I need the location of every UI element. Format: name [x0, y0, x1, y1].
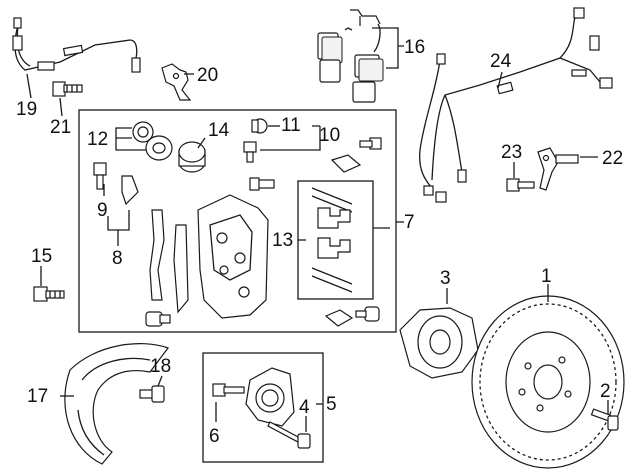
abs-sensor — [537, 147, 579, 191]
callout-4: 4 — [299, 397, 310, 418]
callout-9: 9 — [97, 200, 108, 221]
callout-21: 21 — [50, 117, 71, 138]
shield-bolt — [139, 385, 165, 403]
brake-hose — [12, 17, 141, 73]
hub-assembly-box — [202, 352, 324, 463]
dust-shield — [64, 343, 169, 465]
mounting-bolt — [93, 162, 107, 190]
caliper-piston — [178, 141, 206, 173]
pad-hardware-box — [297, 180, 374, 300]
guide-bolt — [249, 177, 275, 191]
brake-rotor — [471, 295, 625, 469]
callout-15: 15 — [31, 246, 52, 267]
callout-16: 16 — [404, 37, 425, 58]
caliper-assembly-box — [78, 109, 397, 333]
hose-bracket — [161, 63, 192, 101]
callout-19: 19 — [16, 99, 37, 120]
slide-pin — [145, 311, 171, 327]
callout-18: 18 — [150, 356, 171, 377]
callout-1: 1 — [541, 266, 552, 287]
sensor-harness — [419, 7, 613, 203]
callout-10: 10 — [319, 125, 340, 146]
bleeder-cap — [251, 118, 268, 134]
caliper-bolt-upper — [359, 137, 382, 150]
callout-7: 7 — [404, 212, 415, 233]
caliper-bracket-left — [149, 209, 189, 314]
callout-5: 5 — [326, 394, 337, 415]
callout-24: 24 — [490, 51, 512, 72]
caliper-mount-bolt — [33, 286, 65, 302]
brake-pads — [317, 9, 384, 103]
bleeder-screw — [243, 141, 257, 163]
wheel-hub — [399, 307, 479, 379]
sensor-bolt — [506, 178, 535, 192]
anti-rattle-clip-upper — [330, 154, 362, 173]
banjo-bolt — [52, 81, 83, 97]
rotor-screw — [590, 408, 619, 431]
caliper-clip — [121, 175, 139, 206]
pad-springs — [311, 187, 353, 293]
caliper-bolt-lower — [355, 306, 380, 322]
callout-12: 12 — [87, 129, 108, 150]
callout-22: 22 — [602, 148, 623, 169]
callout-6: 6 — [209, 426, 220, 447]
callout-14: 14 — [208, 120, 230, 141]
wheel-bearing-hub — [245, 367, 295, 427]
callout-20: 20 — [197, 65, 218, 86]
callout-3: 3 — [440, 268, 451, 289]
piston-seals — [132, 121, 173, 161]
axle-bolt — [267, 421, 311, 449]
callout-11: 11 — [281, 115, 301, 136]
callout-8: 8 — [112, 248, 123, 269]
callout-23: 23 — [501, 142, 522, 163]
anti-rattle-clip-lower — [324, 309, 354, 327]
callout-2: 2 — [600, 381, 611, 402]
caliper-housing — [197, 194, 269, 319]
callout-17: 17 — [27, 386, 48, 407]
callout-13: 13 — [272, 230, 293, 251]
hub-bolt — [212, 383, 245, 397]
